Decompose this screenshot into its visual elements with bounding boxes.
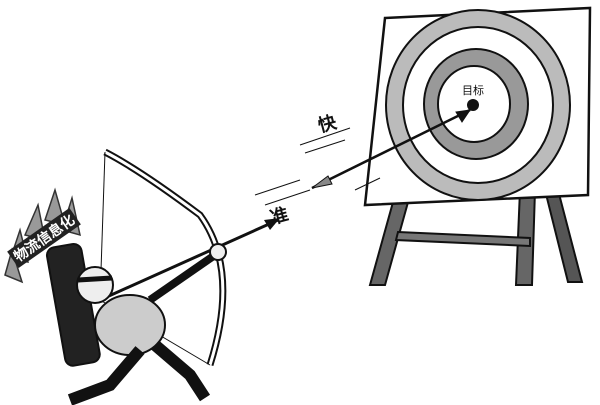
archer <box>45 242 227 405</box>
target-easel <box>368 189 584 286</box>
target-label: 目标 <box>462 84 484 97</box>
target-board <box>363 6 592 207</box>
nocked-arrow <box>99 218 280 302</box>
flying-arrow <box>254 108 472 206</box>
